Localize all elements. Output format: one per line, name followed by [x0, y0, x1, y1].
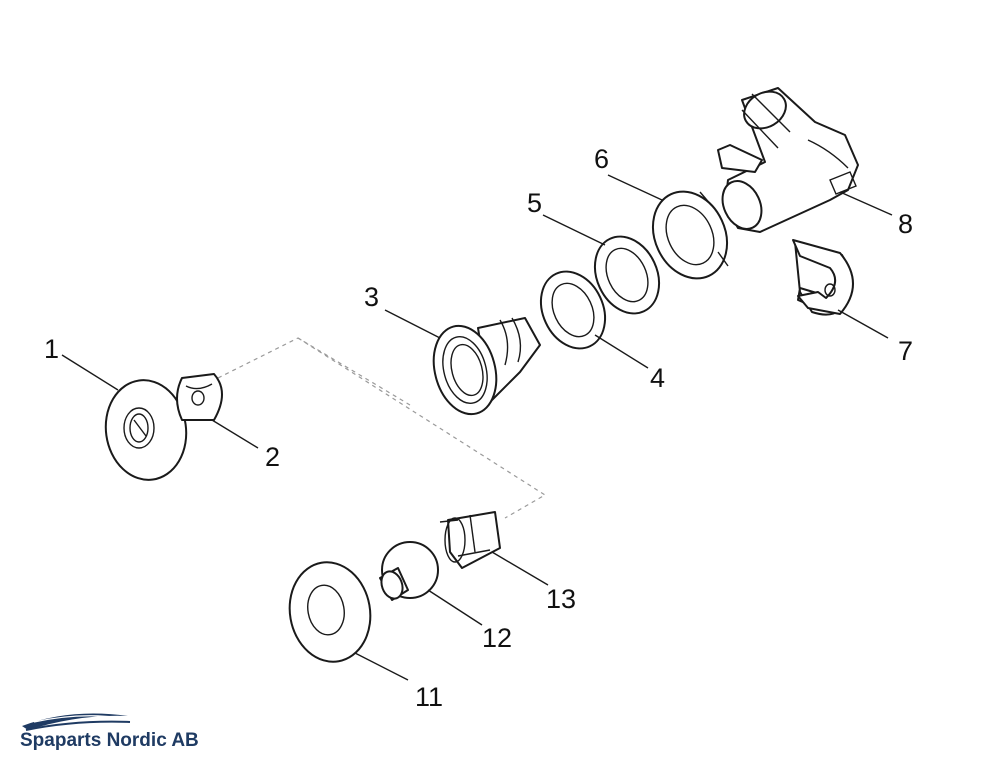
part-7-clip: [792, 239, 854, 316]
part-5-washer: [593, 235, 661, 315]
part-11-face-ring: [288, 561, 372, 663]
part-13-retainer: [439, 511, 501, 569]
part-1-face-ring: [104, 379, 188, 481]
part-3-jet-body: [432, 317, 541, 416]
callout-5: 5: [527, 188, 542, 218]
part-8-housing: [717, 87, 859, 233]
callout-11: 11: [415, 682, 443, 712]
leader-lines: [61, 174, 893, 681]
callout-3: 3: [364, 282, 379, 312]
part-4-gasket: [539, 270, 607, 350]
callout-8: 8: [898, 209, 913, 239]
part-2-insert: [176, 373, 223, 421]
callout-2: 2: [265, 442, 280, 472]
callout-12: 12: [482, 623, 512, 653]
callout-7: 7: [898, 336, 913, 366]
brand-name: Spaparts Nordic AB: [20, 730, 199, 751]
part-6-nut: [652, 190, 729, 280]
callout-1: 1: [44, 334, 59, 364]
part-12-ball-nozzle: [379, 541, 439, 601]
waves-logo-icon: [22, 713, 131, 731]
assembly-guide-lines: [217, 337, 547, 519]
callout-4: 4: [650, 363, 665, 393]
callout-13: 13: [546, 584, 576, 614]
brand-logo: Spaparts Nordic AB: [20, 713, 199, 751]
callout-6: 6: [594, 144, 609, 174]
